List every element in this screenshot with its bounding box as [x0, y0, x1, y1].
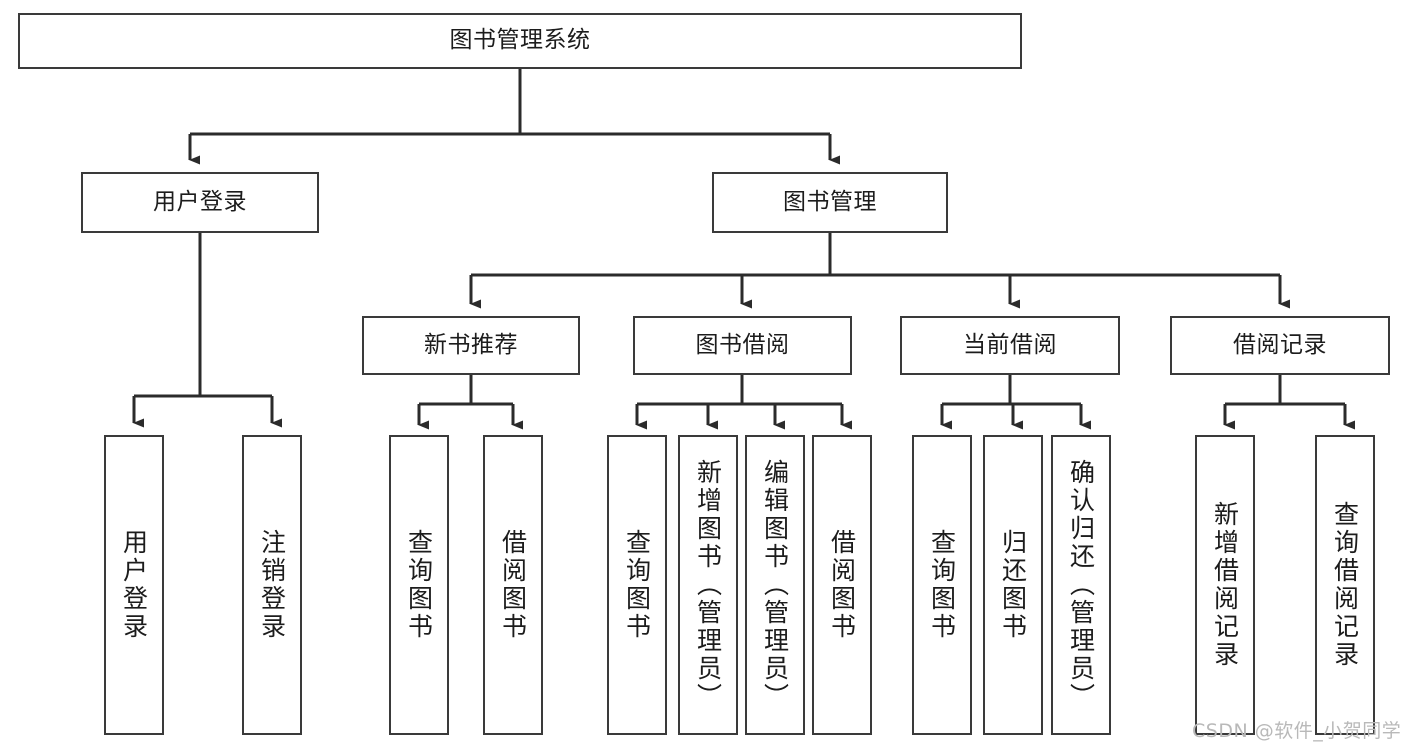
leaf-edit-book-admin-label: 编辑图书（管理员）: [760, 459, 790, 711]
leaf-query-book-borrow-label: 查询图书: [622, 529, 652, 641]
leaf-query-borrow-record-label: 查询借阅记录: [1330, 501, 1360, 669]
leaf-logout[interactable]: 注销登录: [242, 435, 302, 735]
leaf-user-login[interactable]: 用户登录: [104, 435, 164, 735]
node-current-borrow[interactable]: 当前借阅: [900, 316, 1120, 375]
leaf-add-borrow-record[interactable]: 新增借阅记录: [1195, 435, 1255, 735]
node-current-borrow-label: 当前借阅: [963, 331, 1057, 358]
leaf-query-book-current[interactable]: 查询图书: [912, 435, 972, 735]
node-borrow-record-label: 借阅记录: [1233, 331, 1327, 358]
leaf-edit-book-admin[interactable]: 编辑图书（管理员）: [745, 435, 805, 735]
leaf-user-login-label: 用户登录: [119, 529, 149, 641]
leaf-query-book-rec-label: 查询图书: [404, 529, 434, 641]
leaf-confirm-return-admin-label: 确认归还（管理员）: [1066, 459, 1096, 711]
node-user-login[interactable]: 用户登录: [81, 172, 319, 233]
leaf-logout-label: 注销登录: [257, 529, 287, 641]
node-new-book-recommend-label: 新书推荐: [424, 331, 518, 358]
node-book-management[interactable]: 图书管理: [712, 172, 948, 233]
leaf-return-book-label: 归还图书: [998, 529, 1028, 641]
leaf-add-book-admin-label: 新增图书（管理员）: [693, 459, 723, 711]
node-book-borrow-label: 图书借阅: [695, 331, 790, 358]
node-book-management-label: 图书管理: [783, 188, 877, 215]
node-user-login-label: 用户登录: [153, 188, 247, 215]
leaf-query-book-rec[interactable]: 查询图书: [389, 435, 449, 735]
leaf-borrow-book-rec-label: 借阅图书: [498, 529, 528, 641]
leaf-add-book-admin[interactable]: 新增图书（管理员）: [678, 435, 738, 735]
node-new-book-recommend[interactable]: 新书推荐: [362, 316, 580, 375]
node-book-borrow[interactable]: 图书借阅: [633, 316, 852, 375]
leaf-query-book-current-label: 查询图书: [927, 529, 957, 641]
leaf-borrow-book[interactable]: 借阅图书: [812, 435, 872, 735]
leaf-add-borrow-record-label: 新增借阅记录: [1210, 501, 1240, 669]
node-root-label: 图书管理系统: [449, 27, 591, 54]
node-root[interactable]: 图书管理系统: [18, 13, 1022, 69]
leaf-query-borrow-record[interactable]: 查询借阅记录: [1315, 435, 1375, 735]
node-borrow-record[interactable]: 借阅记录: [1170, 316, 1390, 375]
leaf-confirm-return-admin[interactable]: 确认归还（管理员）: [1051, 435, 1111, 735]
leaf-borrow-book-rec[interactable]: 借阅图书: [483, 435, 543, 735]
leaf-return-book[interactable]: 归还图书: [983, 435, 1043, 735]
leaf-borrow-book-label: 借阅图书: [827, 529, 857, 641]
csdn-watermark: CSDN @软件_小贺同学: [1192, 720, 1402, 742]
leaf-query-book-borrow[interactable]: 查询图书: [607, 435, 667, 735]
